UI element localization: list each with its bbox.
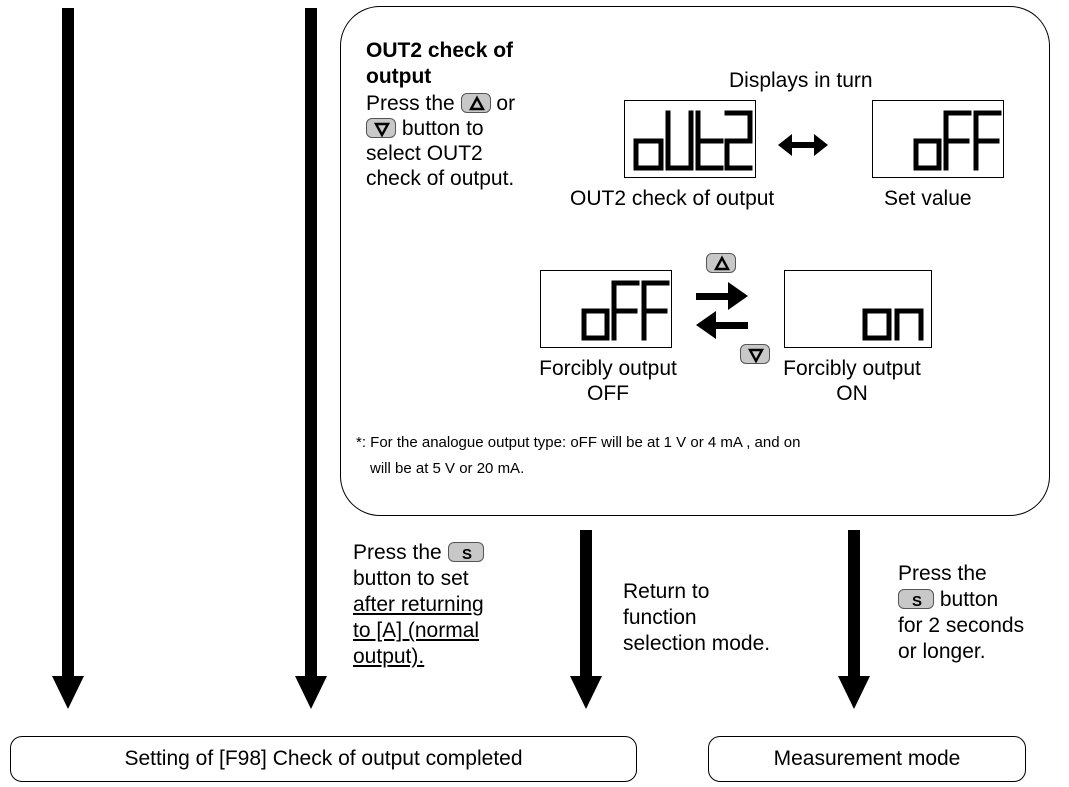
forced-off-caption-line1: Forcibly output (539, 357, 677, 380)
out2-check-panel (340, 6, 1050, 516)
step-measure-line1: Press the (898, 562, 987, 585)
instruction-or: or (496, 92, 516, 115)
up-button-icon (460, 93, 491, 113)
forced-on-caption-line2: ON (836, 382, 868, 405)
instruction-line4: check of output. (366, 167, 515, 190)
step-return-line1: Return to (623, 580, 710, 603)
step-set-line3: after returning (353, 593, 484, 616)
display-set-value-caption: Set value (884, 187, 972, 210)
flow-arrow-return (570, 530, 602, 709)
instruction-line3: select OUT2 (366, 142, 483, 165)
down-button-small-icon (740, 344, 771, 364)
step-set-line1: Press the S (353, 540, 484, 565)
step-measure-line3: for 2 seconds (898, 614, 1025, 637)
display-out2 (624, 100, 756, 178)
double-arrow-icon (778, 134, 828, 156)
toggle-arrows-icon (696, 282, 748, 339)
forced-off-caption-line2: OFF (587, 382, 629, 405)
display-forced-on (784, 270, 932, 348)
flow-arrow-left-1 (52, 8, 84, 709)
step-measure-line2: S button (898, 587, 998, 612)
display-out2-segments (633, 110, 753, 171)
display-forced-on-segments (862, 308, 924, 341)
instruction-press-the: Press the (366, 92, 455, 115)
step-set-line4: to [A] (normal (353, 619, 480, 642)
display-forced-off (540, 270, 672, 348)
step-set-press-the: Press the (353, 541, 442, 564)
step-set-line5: output). (353, 645, 425, 668)
displays-in-turn-label: Displays in turn (729, 69, 873, 92)
display-forced-off-segments (581, 280, 670, 341)
panel-title-line1: OUT2 check of (366, 39, 514, 62)
flow-arrow-measure (838, 530, 870, 709)
display-set-value-segments (913, 110, 1002, 171)
set-button-icon-2: S (898, 589, 934, 610)
instruction-line1: Press the or (366, 91, 515, 116)
forced-on-caption-line1: Forcibly output (783, 357, 921, 380)
instruction-button-to: button to (401, 117, 484, 140)
instruction-line2: button to (366, 116, 484, 141)
set-button-icon: S (447, 542, 484, 563)
completed-box: Setting of [F98] Check of output complet… (10, 736, 637, 782)
note-line2: will be at 5 V or 20 mA. (370, 460, 525, 477)
measurement-mode-box: Measurement mode (708, 736, 1026, 782)
flow-arrow-left-2 (295, 8, 327, 709)
panel-title-line2: output (366, 65, 432, 88)
up-button-small-icon (706, 253, 736, 273)
step-return-line2: function (623, 606, 697, 629)
display-set-value (872, 100, 1004, 178)
set-button-letter-2: S (912, 593, 922, 610)
step-measure-button: button (939, 588, 999, 611)
display-out2-caption: OUT2 check of output (570, 187, 775, 210)
step-measure-line4: or longer. (898, 640, 986, 663)
step-return-line3: selection mode. (623, 632, 771, 655)
note-line1: *: For the analogue output type: oFF wil… (356, 434, 801, 451)
down-button-icon (366, 118, 396, 138)
step-set-line2: button to set (353, 567, 469, 590)
set-button-letter: S (462, 546, 472, 563)
